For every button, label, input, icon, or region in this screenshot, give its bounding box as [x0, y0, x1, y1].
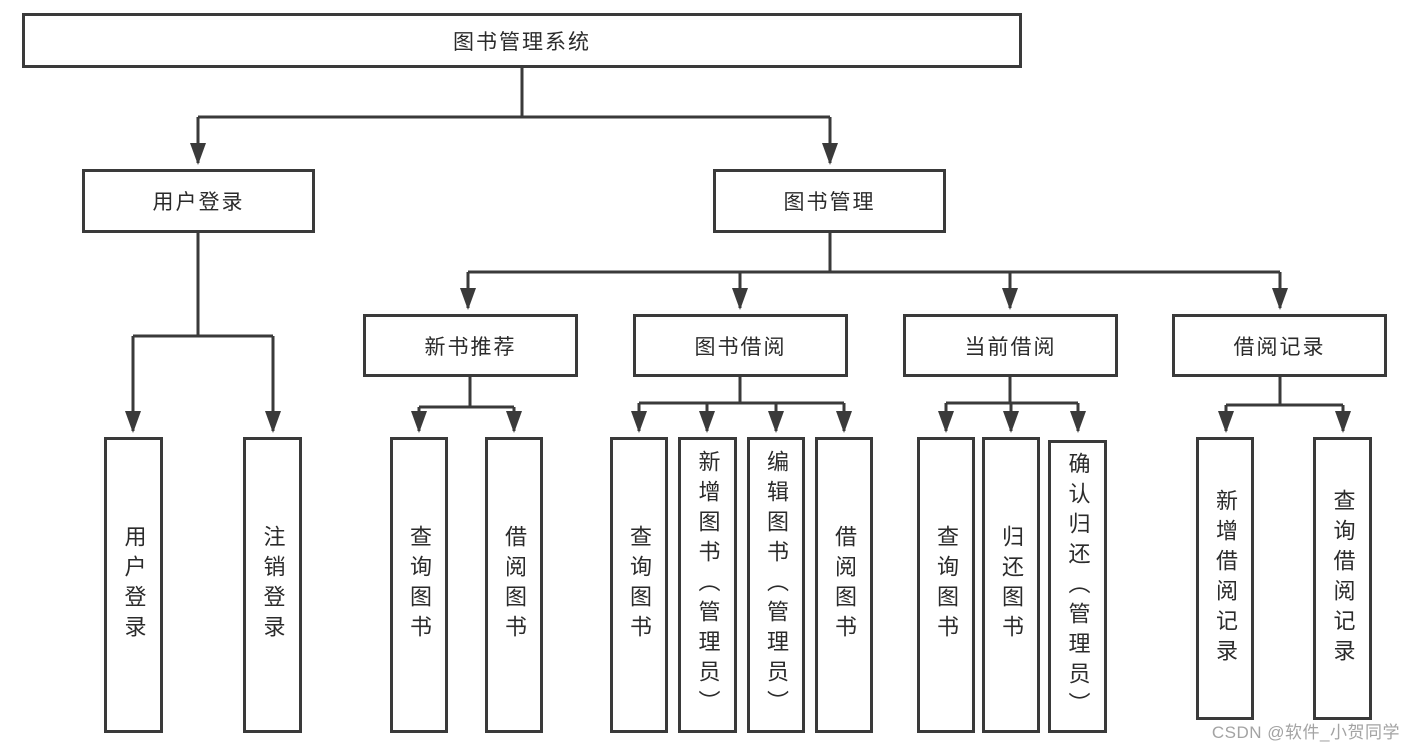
leaf-add-book-admin: 新增图书（管理员）	[678, 437, 737, 733]
node-user-login: 用户登录	[82, 169, 315, 233]
leaf-add-borrow-record: 新增借阅记录	[1196, 437, 1254, 720]
leaf-query-books-current: 查询图书	[917, 437, 975, 733]
leaf-borrow-books: 借阅图书	[815, 437, 873, 733]
node-new-book-recommend: 新书推荐	[363, 314, 578, 377]
leaf-query-books-borrow: 查询图书	[610, 437, 668, 733]
node-book-management: 图书管理	[713, 169, 946, 233]
node-book-borrow: 图书借阅	[633, 314, 848, 377]
leaf-logout: 注销登录	[243, 437, 302, 733]
node-current-borrow: 当前借阅	[903, 314, 1118, 377]
leaf-return-book: 归还图书	[982, 437, 1040, 733]
leaf-query-books-recommend: 查询图书	[390, 437, 448, 733]
leaf-edit-book-admin: 编辑图书（管理员）	[747, 437, 805, 733]
leaf-confirm-return-admin: 确认归还（管理员）	[1048, 440, 1107, 733]
leaf-user-login: 用户登录	[104, 437, 163, 733]
leaf-borrow-books-recommend: 借阅图书	[485, 437, 543, 733]
node-library-system: 图书管理系统	[22, 13, 1022, 68]
leaf-query-borrow-record: 查询借阅记录	[1313, 437, 1372, 720]
node-borrow-records: 借阅记录	[1172, 314, 1387, 377]
csdn-watermark: CSDN @软件_小贺同学	[1211, 723, 1400, 742]
